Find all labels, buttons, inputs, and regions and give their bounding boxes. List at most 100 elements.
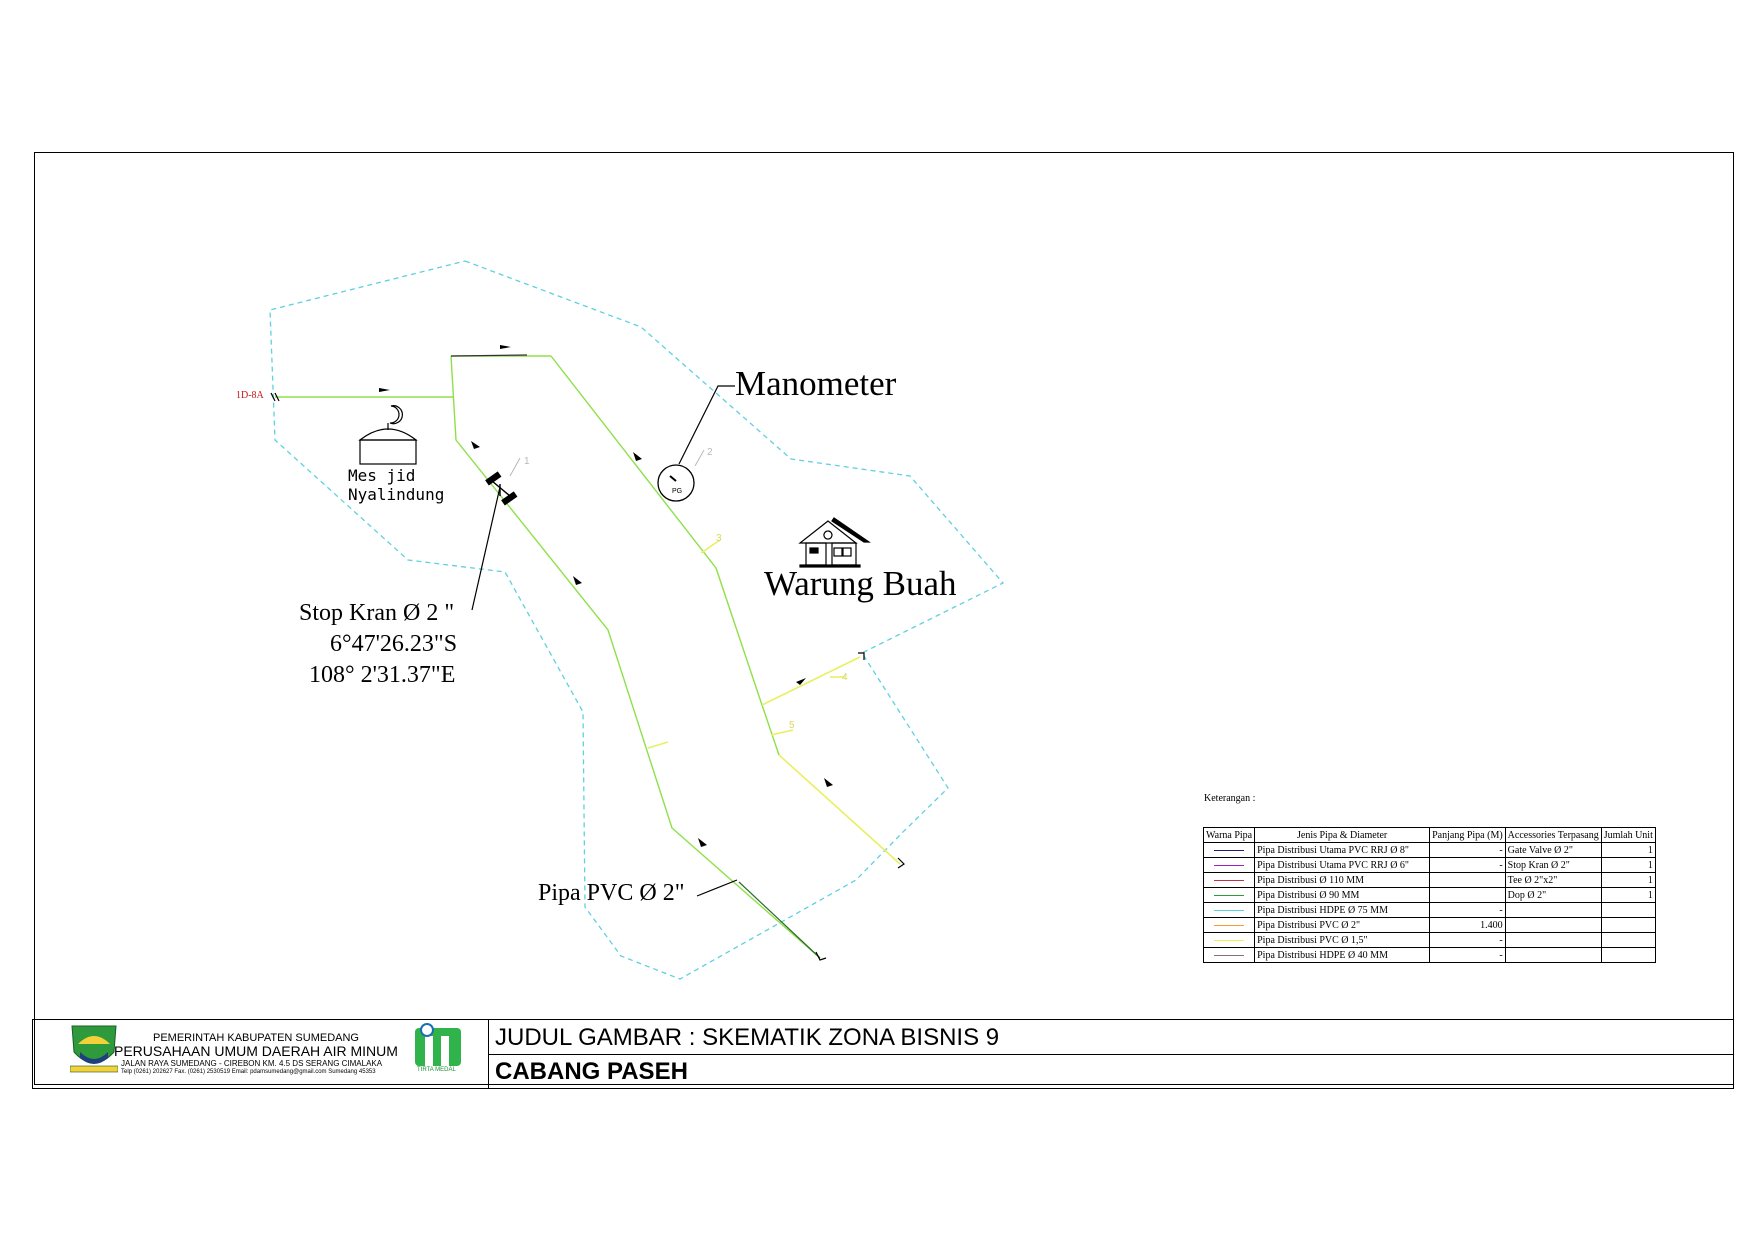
- legend-qty-cell: 1: [1600, 887, 1656, 903]
- marker-number-1: 1: [524, 456, 530, 467]
- drawing-frame: [34, 152, 1734, 1085]
- pipe-pvc-leader: [696, 879, 738, 897]
- stop-kran-icon: [485, 471, 518, 506]
- marker-number-2: 2: [707, 447, 713, 458]
- legend-length-cell: [1429, 887, 1506, 903]
- legend-qty-cell: 1: [1600, 857, 1656, 873]
- pipe-yellow-stub2: [647, 741, 669, 749]
- legend-accessory-cell: [1504, 932, 1602, 948]
- shop-label: Warung Buah: [764, 564, 957, 603]
- legend-row: Pipa Distribusi HDPE Ø 75 MM-: [1202, 902, 1656, 918]
- marker-leader: [694, 449, 705, 467]
- org-line4: Telp (0261) 202627 Fax. (0261) 2530519 E…: [121, 1069, 376, 1075]
- legend-qty-cell: [1600, 932, 1656, 948]
- longitude-callout: 108° 2'31.37"E: [309, 662, 456, 688]
- mosque-icon: [358, 405, 418, 465]
- flow-arrow: [824, 778, 833, 787]
- legend-qty-cell: 1: [1600, 842, 1656, 858]
- legend-accessory-cell: Tee Ø 2"x2": [1504, 872, 1602, 888]
- flow-arrow: [633, 452, 642, 461]
- legend-accessory-cell: Stop Kran Ø 2": [1504, 857, 1602, 873]
- regency-logo-icon: [70, 1025, 118, 1073]
- pipe-right-branch: [550, 355, 780, 756]
- end-cap: [270, 392, 280, 402]
- legend-type-cell: Pipa Distribusi Utama PVC RRJ Ø 8": [1254, 842, 1431, 858]
- legend-type-cell: Pipa Distribusi PVC Ø 2": [1254, 917, 1431, 933]
- flow-arrow: [500, 345, 511, 349]
- marker-number-5: 5: [789, 720, 795, 731]
- pipe-yellow-lower: [778, 754, 901, 865]
- legend-row: Pipa Distribusi Utama PVC RRJ Ø 8"-Gate …: [1202, 842, 1656, 858]
- legend-header-type: Jenis Pipa & Diameter: [1254, 827, 1431, 843]
- manometer-leader: [678, 385, 735, 465]
- pipe-callout: Pipa PVC Ø 2": [538, 880, 685, 906]
- legend-type-cell: Pipa Distribusi Ø 90 MM: [1254, 887, 1431, 903]
- legend-type-cell: Pipa Distribusi Utama PVC RRJ Ø 6": [1254, 857, 1431, 873]
- house-icon: [798, 517, 871, 568]
- marker-number-4: 4: [842, 672, 848, 683]
- legend-row: Pipa Distribusi Utama PVC RRJ Ø 6"-Stop …: [1202, 857, 1656, 873]
- drawing-title: JUDUL GAMBAR : SKEMATIK ZONA BISNIS 9: [495, 1024, 1000, 1051]
- end-cap: [897, 857, 905, 869]
- legend-accessory-cell: Dop Ø 2": [1504, 887, 1602, 903]
- legend-accessory-cell: [1504, 947, 1602, 963]
- legend-qty-cell: [1600, 947, 1656, 963]
- legend-qty-cell: [1600, 917, 1656, 933]
- legend-qty-cell: [1600, 902, 1656, 918]
- legend-length-cell: 1.400: [1429, 917, 1506, 933]
- manometer-symbol: PG: [672, 488, 682, 495]
- pipe-color-swatch: [1214, 879, 1245, 881]
- flow-arrow: [698, 838, 707, 847]
- org-line1: PEMERINTAH KABUPATEN SUMEDANG: [153, 1032, 359, 1044]
- marker-numbers: 1 2 3 4 5: [524, 447, 848, 731]
- legend-qty-cell: 1: [1600, 872, 1656, 888]
- legend-length-cell: -: [1429, 842, 1506, 858]
- flow-arrow: [471, 441, 480, 449]
- title-block: [32, 1019, 1734, 1089]
- latitude-callout: 6°47'26.23"S: [330, 631, 458, 657]
- stop-kran-callout: Stop Kran Ø 2 ": [299, 600, 455, 626]
- title-block-row-divider: [488, 1054, 1733, 1055]
- pipe-yellow-stub3: [700, 539, 721, 554]
- legend-type-cell: Pipa Distribusi Ø 110 MM: [1254, 872, 1431, 888]
- flow-arrows: [379, 345, 833, 847]
- flow-arrow: [796, 678, 806, 685]
- pipe-yellow-stub5: [770, 729, 794, 736]
- zone-boundary: [269, 260, 1005, 980]
- legend-row: Pipa Distribusi PVC Ø 1,5"-: [1202, 932, 1656, 948]
- end-cap: [858, 652, 865, 660]
- legend-type-cell: Pipa Distribusi PVC Ø 1,5": [1254, 932, 1431, 948]
- legend-length-cell: -: [1429, 857, 1506, 873]
- legend-title: Keterangan :: [1204, 793, 1256, 804]
- pipe-color-swatch: [1214, 954, 1245, 956]
- brand-name: TIRTA MEDAL: [417, 1067, 456, 1073]
- flow-arrow: [379, 388, 390, 392]
- tirta-medal-logo-icon: [415, 1023, 461, 1066]
- legend-header-accessory: Accessories Terpasang: [1504, 827, 1602, 843]
- legend-accessory-cell: Gate Valve Ø 2": [1504, 842, 1602, 858]
- legend-length-cell: [1429, 872, 1506, 888]
- legend-row: Pipa Distribusi Ø 90 MM Dop Ø 2"1: [1202, 887, 1656, 903]
- pipe-top-dark: [450, 354, 528, 357]
- mosque-label-line2: Nyalindung: [348, 485, 445, 504]
- pipe-color-swatch: [1214, 849, 1245, 851]
- legend-header-color: Warna Pipa: [1202, 827, 1256, 843]
- mosque-label-line1: Mes jid: [348, 466, 416, 485]
- org-line3: JALAN RAYA SUMEDANG - CIREBON KM. 4.5 DS…: [121, 1059, 383, 1068]
- legend-row: Pipa Distribusi HDPE Ø 40 MM-: [1202, 947, 1656, 963]
- pipe-color-swatch: [1214, 924, 1245, 926]
- legend-type-cell: Pipa Distribusi HDPE Ø 75 MM: [1254, 902, 1431, 918]
- legend-body: Pipa Distribusi Utama PVC RRJ Ø 8"-Gate …: [1202, 842, 1656, 963]
- legend-length-cell: -: [1429, 902, 1506, 918]
- legend-color-cell: [1202, 857, 1256, 873]
- legend-row: Pipa Distribusi PVC Ø 2"1.400: [1202, 917, 1656, 933]
- legend-color-cell: [1202, 872, 1256, 888]
- node-label: 1D-8A: [236, 390, 264, 401]
- end-cap: [815, 951, 827, 961]
- pipe-yellow-right: [761, 656, 861, 706]
- legend-color-cell: [1202, 932, 1256, 948]
- pipe-network-yellow: [647, 539, 901, 865]
- legend-row: Pipa Distribusi Ø 110 MM Tee Ø 2"x2"1: [1202, 872, 1656, 888]
- drawing-subtitle: CABANG PASEH: [495, 1058, 688, 1085]
